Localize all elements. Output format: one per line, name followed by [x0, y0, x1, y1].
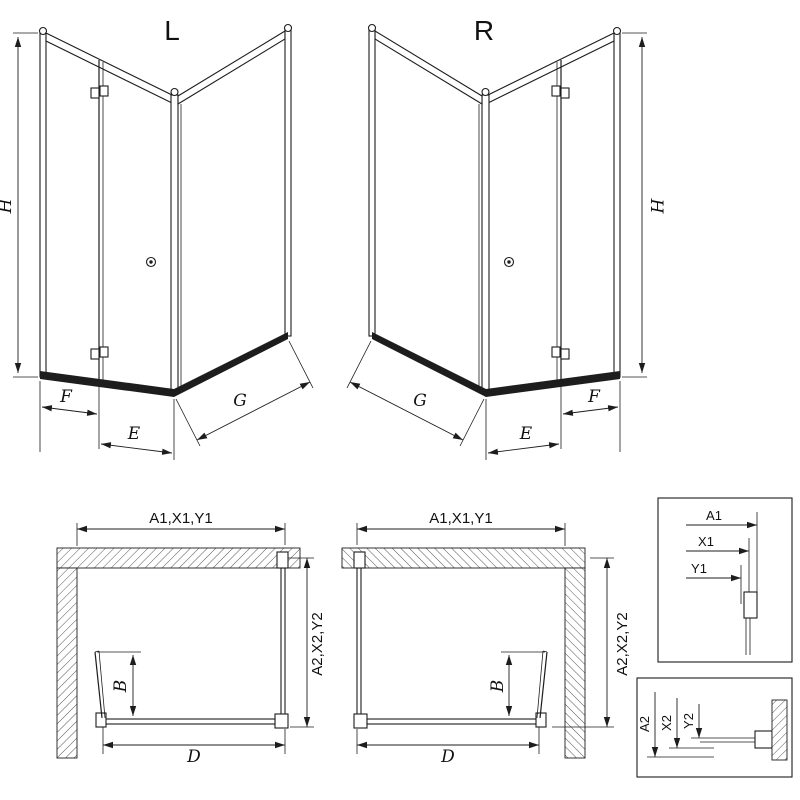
dim-label-depth-side-left-plan: A2,X2,Y2: [309, 612, 326, 675]
detail-bottom-dim3-label: Y2: [681, 713, 696, 729]
detail-view-top: A1 X1 Y1: [657, 497, 793, 663]
detail-bottom-dim2-label: X2: [659, 715, 674, 731]
dim-label-side-left: G: [233, 391, 247, 411]
iso-left-title: L: [164, 15, 180, 46]
dim-label-width-top-left-plan: A1,X1,Y1: [149, 510, 212, 527]
plan-view-left: A1,X1,Y1 A2,X2,Y2 B D: [57, 510, 326, 767]
iso-view-right: R H F E G: [347, 15, 666, 460]
dim-label-height-left: H: [0, 197, 16, 214]
dim-label-entry-left: E: [127, 424, 141, 444]
dim-label-width-bottom-right-plan: D: [440, 747, 455, 767]
dim-label-door-projection-left-plan: B: [111, 680, 131, 694]
dimension-depth-side-right-plan: [552, 557, 614, 728]
detail-view-bottom: A2 X2 Y2: [636, 677, 793, 778]
dim-label-front-fixed-left: F: [59, 387, 73, 407]
wall-profile-section-top-detail: [743, 591, 758, 655]
detail-bottom-dim1-label: A2: [637, 716, 652, 732]
detail-bottom-frame: [636, 677, 793, 778]
dim-label-height-right: H: [646, 198, 666, 215]
iso-left-geometry: [13, 25, 313, 461]
dim-label-width-bottom-left-plan: D: [186, 747, 201, 767]
dim-label-front-fixed-right: F: [587, 387, 601, 407]
plan-view-right: A1,X1,Y1 A2,X2,Y2 B D: [342, 510, 631, 767]
dim-label-entry-right: E: [519, 424, 533, 444]
dim-label-width-top-right-plan: A1,X1,Y1: [429, 510, 492, 527]
dim-label-side-right: G: [413, 391, 427, 411]
detail-top-dim1-label: A1: [706, 508, 722, 523]
plan-right-geometry: [342, 523, 585, 758]
wall-hatched-bottom-detail: [771, 699, 788, 761]
wall-profile-section-bottom-detail: [700, 699, 788, 761]
detail-top-frame: [657, 497, 793, 663]
detail-top-dim2-label: X1: [698, 534, 714, 549]
dimension-depth-side-left-plan: [288, 557, 314, 728]
iso-view-left: L H F E G: [0, 15, 313, 460]
plan-left-geometry: [57, 523, 300, 758]
iso-right-geometry: [347, 25, 647, 461]
iso-right-title: R: [474, 15, 494, 46]
dim-label-depth-side-right-plan: A2,X2,Y2: [614, 612, 631, 675]
dim-label-door-projection-right-plan: B: [488, 680, 508, 694]
detail-top-dim3-label: Y1: [691, 561, 707, 576]
